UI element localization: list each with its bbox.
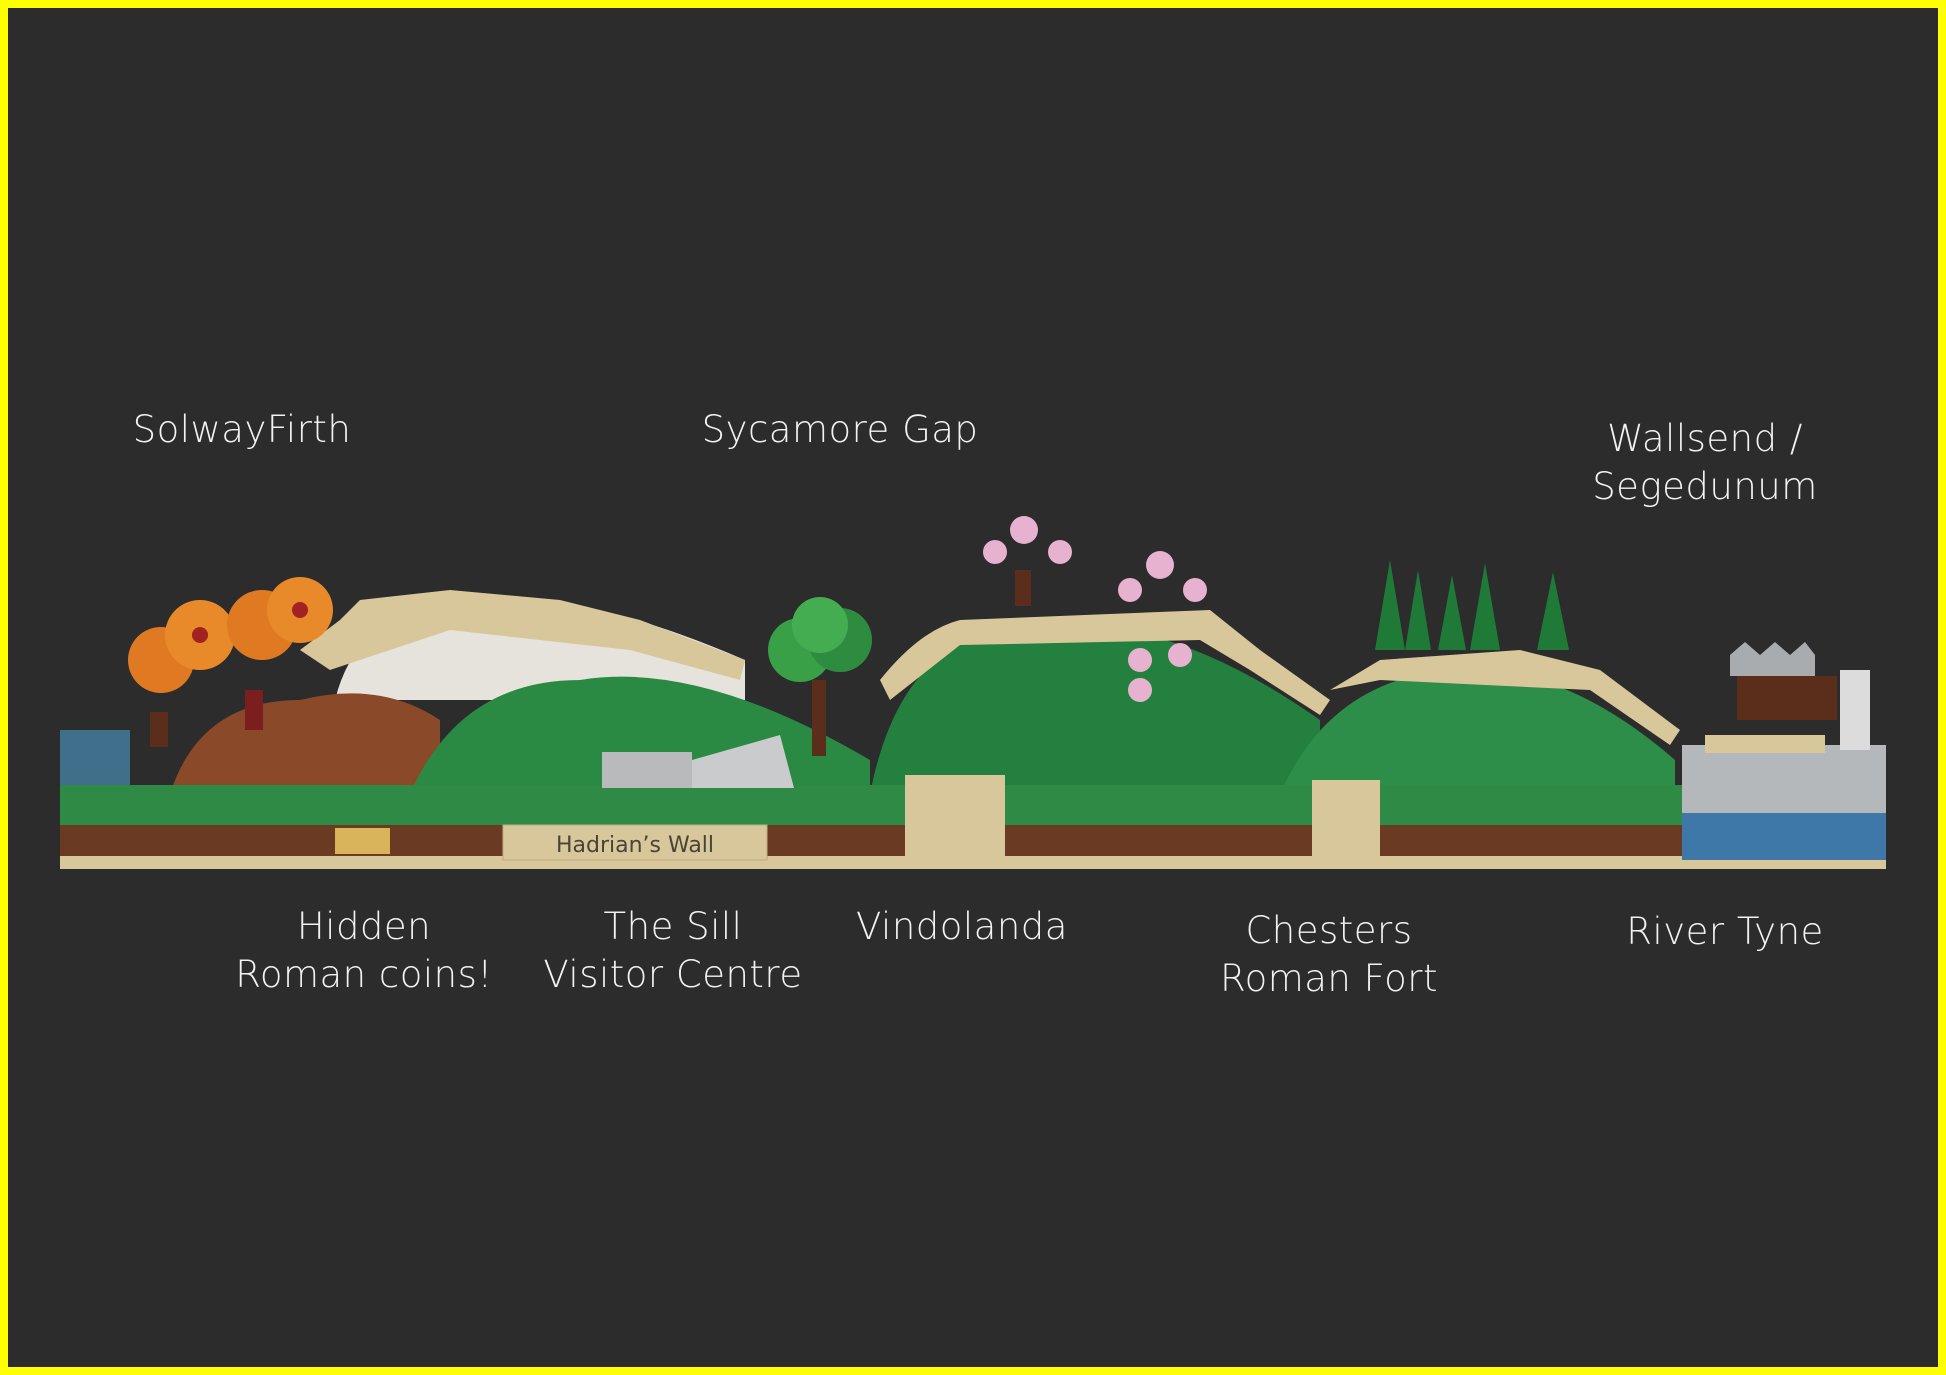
vindolanda-wall-section <box>905 775 1005 860</box>
label-wallsend-line2: Segedunum <box>1592 465 1818 508</box>
sill-roof <box>692 735 794 788</box>
green-hill-vindolanda <box>870 624 1320 794</box>
river-tyne-water <box>1682 813 1886 863</box>
river-base-strip <box>1682 860 1886 869</box>
wall-crest-west <box>300 590 745 680</box>
wall-crest-east <box>1330 650 1680 745</box>
sycamore-tree <box>768 597 872 756</box>
hadrians-wall-plaque <box>502 824 768 861</box>
label-chesters-line1: Chesters <box>1245 909 1413 952</box>
label-sycamore-gap: Sycamore Gap <box>701 408 979 451</box>
label-chesters-line2: Roman Fort <box>1220 957 1438 1000</box>
wallsend-paving <box>1682 745 1886 815</box>
segedunum-fort <box>1705 642 1870 753</box>
pink-flowers <box>983 516 1207 702</box>
green-hill-chesters <box>1280 669 1675 794</box>
label-river-tyne: River Tyne <box>1626 910 1824 953</box>
label-the-sill-line2: Visitor Centre <box>543 953 803 996</box>
chesters-wall-section <box>1312 780 1380 860</box>
earth-layer <box>60 825 1682 856</box>
hidden-roman-coins <box>335 828 390 854</box>
label-vindolanda: Vindolanda <box>856 905 1068 948</box>
label-hidden-coins-line1: Hidden <box>296 905 432 948</box>
label-solway-firth: SolwayFirth <box>132 408 352 451</box>
sill-visitor-centre <box>602 752 692 788</box>
label-hidden-coins-line2: Roman coins! <box>235 953 493 996</box>
autumn-trees <box>128 577 333 747</box>
label-the-sill-line1: The Sill <box>603 905 743 948</box>
conifer-trees <box>1375 560 1569 650</box>
wall-crest-central <box>880 610 1330 715</box>
plaque-text: Hadrian’s Wall <box>556 833 714 858</box>
base-tan-strip <box>60 856 1682 869</box>
label-the-sill: The Sill Visitor Centre <box>543 903 802 999</box>
label-wallsend: Wallsend / Segedunum <box>1592 415 1818 511</box>
brown-hill <box>170 693 440 794</box>
grass-base <box>60 785 1682 825</box>
label-wallsend-line1: Wallsend / <box>1607 417 1803 460</box>
label-hidden-coins: Hidden Roman coins! <box>235 903 492 999</box>
label-chesters: Chesters Roman Fort <box>1220 907 1438 1003</box>
